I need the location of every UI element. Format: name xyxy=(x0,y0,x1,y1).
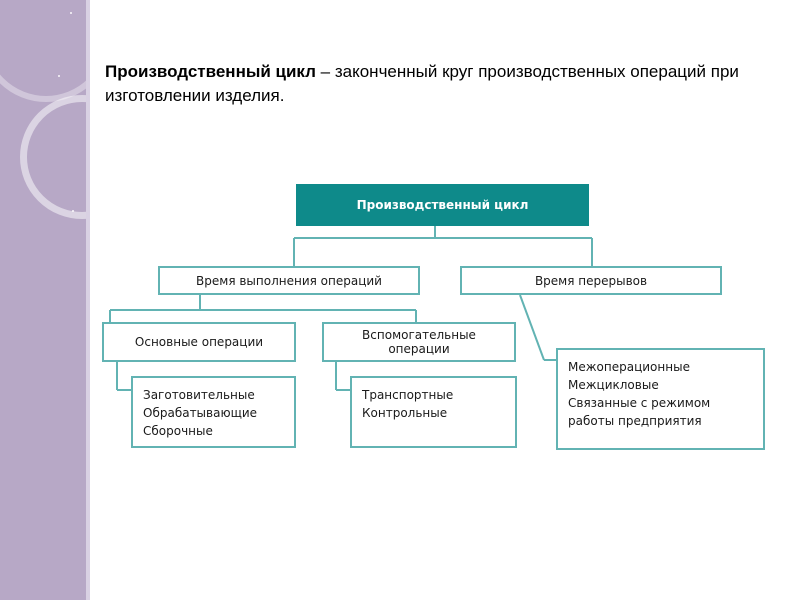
branch-operations-label: Время выполнения операций xyxy=(196,274,382,288)
main-operations-box: Основные операции xyxy=(102,322,296,362)
breaks-list: Межоперационные Межцикловые Связанные с … xyxy=(556,348,765,450)
aux-operations-list: Транспортные Контрольные xyxy=(350,376,517,448)
list-item: работы предприятия xyxy=(568,412,753,430)
list-item: Контрольные xyxy=(362,404,505,422)
root-box: Производственный цикл xyxy=(296,184,589,226)
branch-breaks-label: Время перерывов xyxy=(535,274,647,288)
list-item: Связанные с режимом xyxy=(568,394,753,412)
aux-operations-label: Вспомогательные операции xyxy=(334,328,504,356)
list-item: Межцикловые xyxy=(568,376,753,394)
list-item: Обрабатывающие xyxy=(143,404,284,422)
list-item: Межоперационные xyxy=(568,358,753,376)
connector-line xyxy=(520,295,544,360)
main-operations-list: Заготовительные Обрабатывающие Сборочные xyxy=(131,376,296,448)
root-label: Производственный цикл xyxy=(357,198,529,212)
list-item: Сборочные xyxy=(143,422,284,440)
list-item: Заготовительные xyxy=(143,386,284,404)
list-item: Транспортные xyxy=(362,386,505,404)
main-operations-label: Основные операции xyxy=(135,335,263,349)
branch-operations-box: Время выполнения операций xyxy=(158,266,420,295)
aux-operations-box: Вспомогательные операции xyxy=(322,322,516,362)
branch-breaks-box: Время перерывов xyxy=(460,266,722,295)
